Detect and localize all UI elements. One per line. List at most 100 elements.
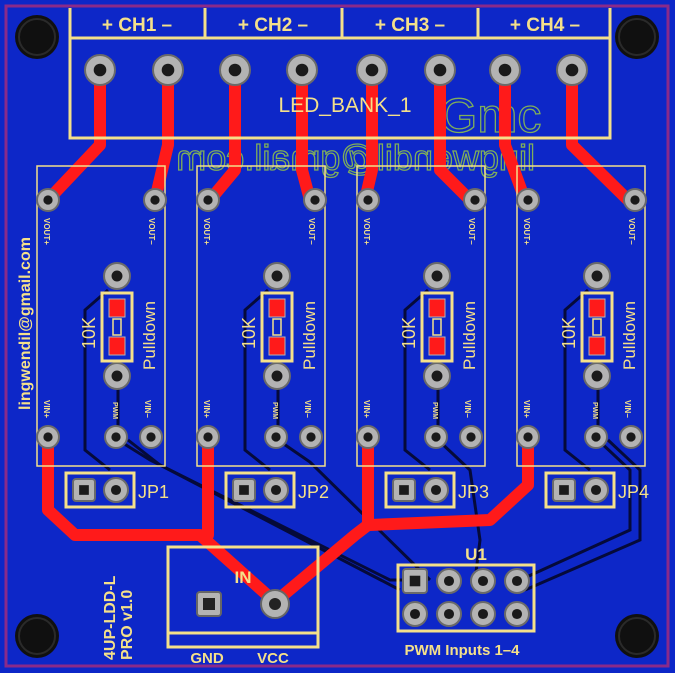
pin-label-vout-plus: VOUT+: [202, 218, 211, 245]
jumper-square-pad: [72, 478, 96, 502]
gnd-label: GND: [190, 650, 224, 667]
header-pin-1: [402, 568, 428, 594]
resistor-value-label: 10K: [559, 317, 579, 349]
header-pin-2: [436, 568, 462, 594]
jumper-square-pad: [232, 478, 256, 502]
board-outline: [4, 4, 670, 668]
vout-minus-pad: [463, 188, 487, 212]
jumper-square-pad: [392, 478, 416, 502]
connector-pads: [84, 54, 588, 86]
jumper-square-pad: [552, 478, 576, 502]
channel-label-3: + CH3 –: [375, 15, 445, 36]
vout-minus-pad: [143, 188, 167, 212]
resistor-outline: [100, 291, 134, 363]
pin-label-vin-minus: VIN–: [143, 400, 152, 418]
header-pin-8: [504, 601, 530, 627]
pin-label-vout-minus: VOUT–: [627, 218, 636, 245]
pulldown-pad-bottom: [583, 362, 611, 390]
header-pads: [402, 568, 530, 627]
resistor-value-label: 10K: [399, 317, 419, 349]
pin-label-pwm: PWM: [271, 402, 278, 419]
pin-label-vout-plus: VOUT+: [522, 218, 531, 245]
pulldown-pad-top: [263, 262, 291, 290]
pin-label-pwm: PWM: [431, 402, 438, 419]
vout-plus-pad: [196, 188, 220, 212]
pin-label-vout-plus: VOUT+: [362, 218, 371, 245]
connector-pad-2: [152, 54, 184, 86]
pin-label-pwm: PWM: [111, 402, 118, 419]
vin-minus-pad: [299, 425, 323, 449]
channel-label-2: + CH2 –: [238, 15, 308, 36]
pulldown-label: Pulldown: [140, 301, 159, 370]
header-pin-6: [436, 601, 462, 627]
resistor-outline: [260, 291, 294, 363]
pin-label-vin-plus: VIN+: [202, 400, 211, 418]
connector-pad-3: [219, 54, 251, 86]
vin-plus-pad: [516, 425, 540, 449]
jumper-round-pad: [423, 477, 449, 503]
side-email-label: lingwendil@gmail.com: [17, 237, 34, 410]
connector-pad-1: [84, 54, 116, 86]
connector-pad-8: [556, 54, 588, 86]
pwm-pad: [264, 425, 288, 449]
jumper-2: JP2: [224, 471, 329, 509]
resistor-value-label: 10K: [239, 317, 259, 349]
pulldown-label: Pulldown: [300, 301, 319, 370]
pulldown-pad-bottom: [263, 362, 291, 390]
pulldown-label: Pulldown: [460, 301, 479, 370]
header-pin-5: [402, 601, 428, 627]
header-label: U1: [465, 545, 487, 564]
pin-label-vin-minus: VIN–: [303, 400, 312, 418]
pulldown-pad-top: [103, 262, 131, 290]
pin-label-vout-minus: VOUT–: [467, 218, 476, 245]
input-label: IN: [235, 568, 252, 587]
channel-label-4: + CH4 –: [510, 15, 580, 36]
jumper-blocks: JP1 JP2 JP3 JP4: [64, 471, 649, 509]
vout-minus-pad: [623, 188, 647, 212]
jumper-1: JP1: [64, 471, 169, 509]
resistor-outline: [580, 291, 614, 363]
jumper-round-pad: [583, 477, 609, 503]
header-pin-7: [470, 601, 496, 627]
jumper-round-pad: [103, 477, 129, 503]
connector-pad-5: [356, 54, 388, 86]
jumper-label: JP2: [298, 482, 329, 502]
pwm-pad: [424, 425, 448, 449]
vout-minus-pad: [303, 188, 327, 212]
ghost-logo-text: Gmc: [440, 90, 541, 143]
vout-plus-pad: [36, 188, 60, 212]
version-line2: PRO v1.0: [119, 590, 136, 660]
pwm-pad: [104, 425, 128, 449]
jumper-label: JP4: [618, 482, 649, 502]
pulldown-pad-top: [423, 262, 451, 290]
pin-label-vin-minus: VIN–: [463, 400, 472, 418]
resistor-value-label: 10K: [79, 317, 99, 349]
channel-label-1: + CH1 –: [102, 15, 172, 36]
vcc-label: VCC: [257, 650, 289, 667]
pin-label-vin-plus: VIN+: [362, 400, 371, 418]
header-pin-3: [470, 568, 496, 594]
resistor-outline: [420, 291, 454, 363]
vin-minus-pad: [139, 425, 163, 449]
mounting-holes: [15, 15, 659, 658]
vin-plus-pad: [356, 425, 380, 449]
top-layer-traces: [42, 64, 634, 608]
jumper-label: JP3: [458, 482, 489, 502]
pin-label-vin-plus: VIN+: [522, 400, 531, 418]
connector-pad-6: [424, 54, 456, 86]
input-connector: IN GND VCC: [166, 545, 320, 667]
pin-label-vout-minus: VOUT–: [307, 218, 316, 245]
header-pin-4: [504, 568, 530, 594]
pin-label-pwm: PWM: [591, 402, 598, 419]
pin-label-vin-plus: VIN+: [42, 400, 51, 418]
jumper-4: JP4: [544, 471, 649, 509]
pin-label-vout-plus: VOUT+: [42, 218, 51, 245]
jumper-label: JP1: [138, 482, 169, 502]
led-bank-connector: + CH1 – + CH2 – + CH3 – + CH4 – LED_BANK…: [68, 8, 612, 140]
pwm-inputs-label: PWM Inputs 1–4: [404, 642, 520, 659]
